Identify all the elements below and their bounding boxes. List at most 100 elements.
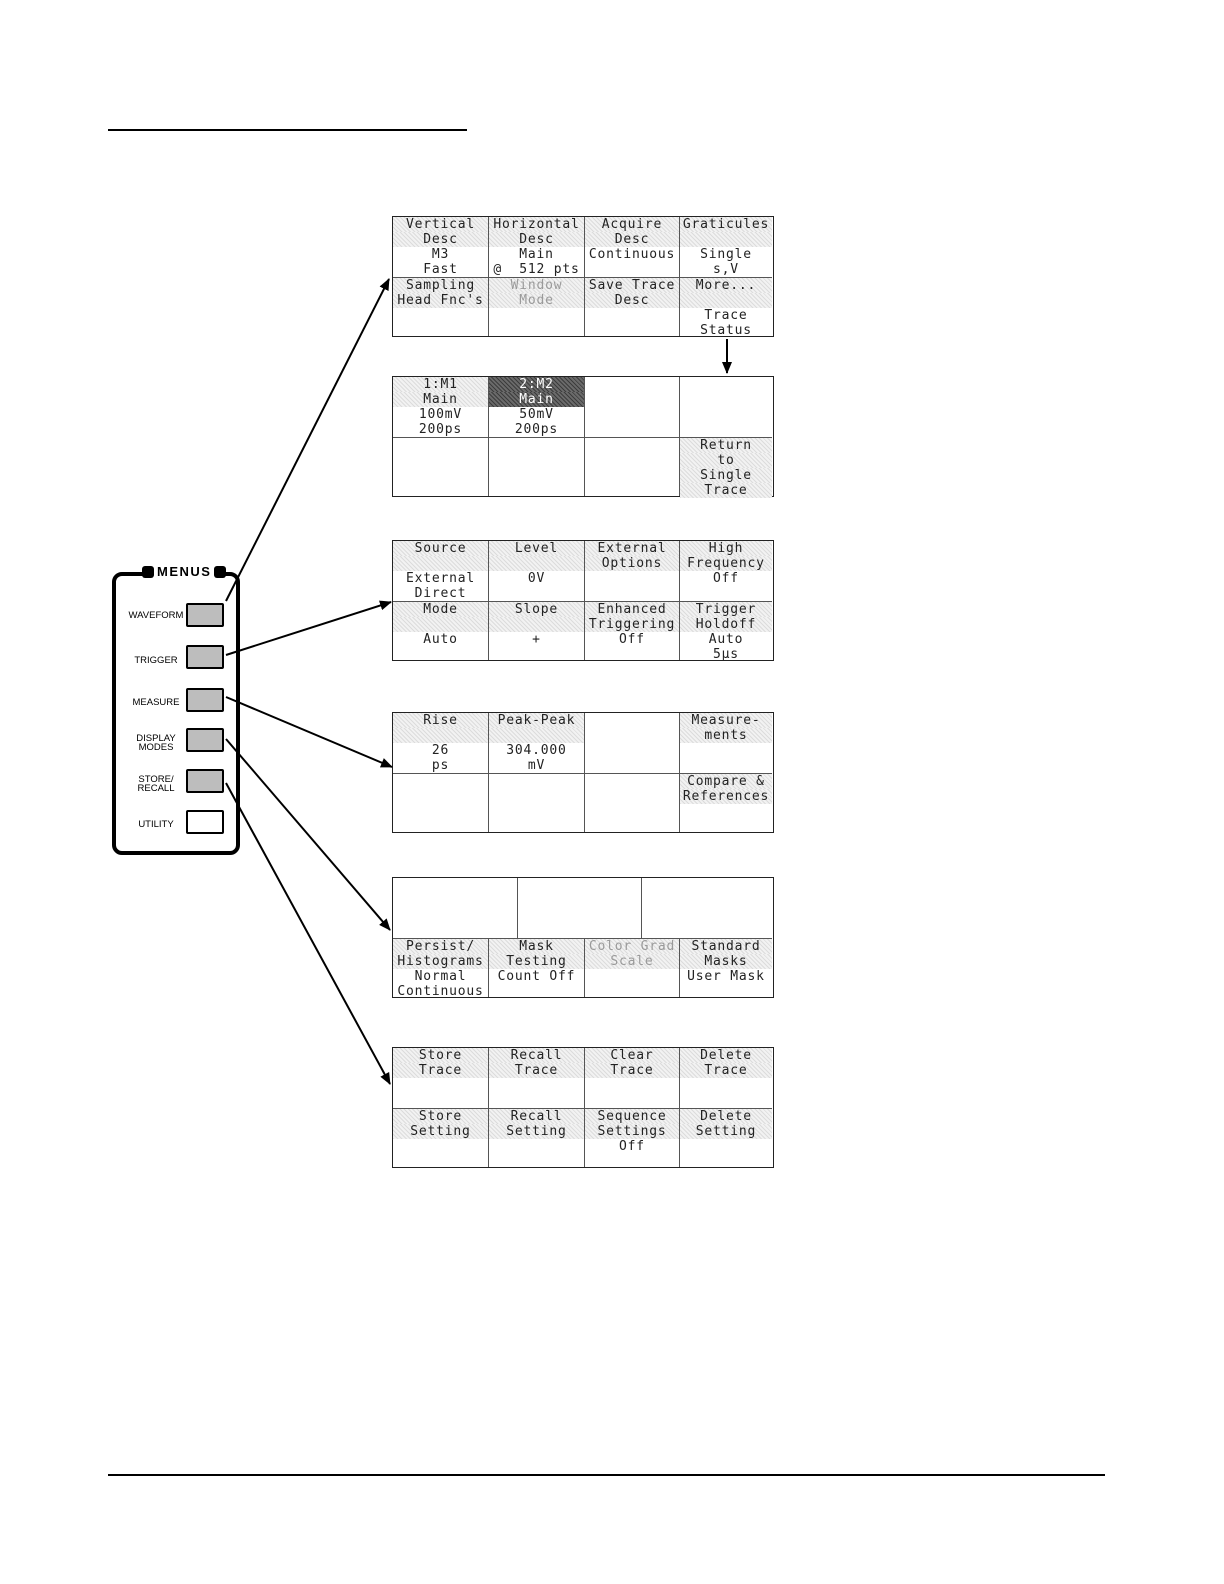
arrow-display-modes-to-menu — [225, 738, 391, 931]
utility-button[interactable] — [186, 810, 224, 834]
softkey-store-setting[interactable]: Store Setting — [393, 1108, 488, 1167]
softkey-compare-references[interactable]: Compare & References — [679, 773, 772, 832]
softkey-label: More... — [680, 278, 772, 293]
softkey-value: 5µs — [713, 647, 739, 662]
softkey-persist-histograms[interactable]: Persist/ Histograms Normal Continuous — [393, 938, 488, 999]
softkey-value — [489, 323, 584, 338]
softkey-recall-trace[interactable]: Recall Trace — [488, 1048, 584, 1108]
softkey-value — [489, 586, 584, 601]
softkey-value: 100mV — [418, 407, 463, 422]
softkey-value — [393, 308, 488, 323]
softkey-recall-setting[interactable]: Recall Setting — [488, 1108, 584, 1167]
measure-button[interactable] — [186, 688, 224, 712]
softkey-label: Trigger — [680, 602, 772, 617]
softkey-delete-setting[interactable]: Delete Setting — [679, 1108, 772, 1167]
display-modes-button[interactable] — [186, 728, 224, 752]
softkey-measurements[interactable]: Measure- ments — [679, 713, 772, 773]
softkey-value: 200ps — [514, 422, 559, 437]
softkey-label: Desc — [393, 232, 488, 247]
softkey-label: Recall — [489, 1109, 584, 1124]
softkey-high-frequency[interactable]: High Frequency Off — [679, 541, 772, 601]
softkey-value: @ 512 pts — [493, 262, 580, 277]
softkey-value — [489, 647, 584, 662]
softkey-label: 2:M2 — [489, 377, 584, 392]
softkey-vertical-desc[interactable]: Vertical Desc M3 Fast — [393, 217, 488, 277]
softkey-value: Off — [713, 571, 739, 586]
softkey-value — [489, 1093, 584, 1108]
softkey-label: Trace — [585, 1063, 679, 1078]
softkey-color-grad-scale[interactable]: Color Grad Scale — [584, 938, 679, 997]
softkey-value — [680, 804, 772, 819]
softkey-peak-peak[interactable]: Peak-Peak 304.000 mV — [488, 713, 584, 773]
waveform-button[interactable] — [186, 603, 224, 627]
softkey-source[interactable]: Source External Direct — [393, 541, 488, 601]
softkey-value: ps — [431, 758, 450, 773]
display-modes-label-line1: DISPLAY — [136, 733, 176, 744]
softkey-label: to — [680, 453, 772, 468]
softkey-trace-1[interactable]: 1:M1 Main 100mV 200ps — [393, 377, 488, 437]
softkey-label: Mask — [489, 939, 584, 954]
softkey-trigger-holdoff[interactable]: Trigger Holdoff Auto 5µs — [679, 601, 772, 662]
softkey-delete-trace[interactable]: Delete Trace — [679, 1048, 772, 1108]
softkey-empty — [393, 437, 488, 496]
softkey-label: Slope — [489, 602, 584, 617]
softkey-label — [489, 728, 584, 743]
softkey-label — [585, 774, 679, 789]
softkey-empty — [584, 437, 679, 496]
softkey-clear-trace[interactable]: Clear Trace — [584, 1048, 679, 1108]
softkey-value — [680, 586, 772, 601]
softkey-label — [393, 617, 488, 632]
softkey-empty — [584, 377, 679, 437]
softkey-label — [393, 438, 488, 453]
softkey-empty — [488, 437, 584, 496]
softkey-sequence-settings[interactable]: Sequence Settings Off — [584, 1108, 679, 1167]
softkey-value — [585, 1078, 679, 1093]
store-recall-button[interactable] — [186, 769, 224, 793]
trigger-softkey-menu: Source External Direct Level 0V External… — [392, 540, 774, 662]
softkey-empty — [393, 773, 488, 832]
softkey-mode[interactable]: Mode Auto — [393, 601, 488, 660]
softkey-rise[interactable]: Rise 26 ps — [393, 713, 488, 773]
softkey-window-mode[interactable]: Window Mode — [488, 277, 584, 336]
softkey-value: External — [405, 571, 475, 586]
menus-panel: MENUS WAVEFORM TRIGGER MEASURE DISPLAY M… — [112, 562, 240, 855]
softkey-label — [585, 377, 679, 392]
softkey-slope[interactable]: Slope + — [488, 601, 584, 660]
softkey-value — [393, 1139, 488, 1154]
softkey-more[interactable]: More... Trace Status — [679, 277, 772, 338]
softkey-level[interactable]: Level 0V — [488, 541, 584, 601]
softkey-acquire-desc[interactable]: Acquire Desc Continuous — [584, 217, 679, 277]
measure-softkey-menu: Rise 26 ps Peak-Peak 304.000 mV Measure-… — [392, 712, 774, 833]
softkey-label — [518, 878, 641, 893]
softkey-label: Testing — [489, 954, 584, 969]
softkey-empty — [488, 773, 584, 832]
softkey-value: 304.000 — [506, 743, 567, 758]
softkey-mask-testing[interactable]: Mask Testing Count Off — [488, 938, 584, 997]
softkey-label: Compare & — [680, 774, 772, 789]
softkey-label: Setting — [393, 1124, 488, 1139]
softkey-standard-masks[interactable]: Standard Masks User Mask — [679, 938, 772, 997]
softkey-horizontal-desc[interactable]: Horizontal Desc Main @ 512 pts — [488, 217, 584, 277]
softkey-label — [393, 774, 488, 789]
softkey-sampling-head-fncs[interactable]: Sampling Head Fnc's — [393, 277, 488, 336]
softkey-enhanced-triggering[interactable]: Enhanced Triggering Off — [584, 601, 679, 660]
softkey-return-to-single-trace[interactable]: Return to Single Trace — [679, 437, 772, 498]
softkey-value — [680, 1093, 772, 1108]
arrow-waveform-to-menu — [225, 278, 390, 602]
softkey-trace-2-selected[interactable]: 2:M2 Main 50mV 200ps — [488, 377, 584, 437]
softkey-value: Trace — [704, 308, 748, 323]
softkey-external-options[interactable]: External Options — [584, 541, 679, 601]
softkey-label: Enhanced — [585, 602, 679, 617]
trigger-button[interactable] — [186, 645, 224, 669]
softkey-value — [680, 1078, 772, 1093]
softkey-value: User Mask — [687, 969, 765, 984]
arrow-trigger-to-menu — [225, 600, 392, 656]
softkey-label: Recall — [489, 1048, 584, 1063]
softkey-store-trace[interactable]: Store Trace — [393, 1048, 488, 1108]
softkey-label: Triggering — [585, 617, 679, 632]
softkey-graticules[interactable]: Graticules Single s,V — [679, 217, 772, 277]
softkey-value: Fast — [423, 262, 458, 277]
softkey-label — [489, 617, 584, 632]
softkey-save-trace-desc[interactable]: Save Trace Desc — [584, 277, 679, 336]
softkey-value: Continuous — [397, 984, 484, 999]
